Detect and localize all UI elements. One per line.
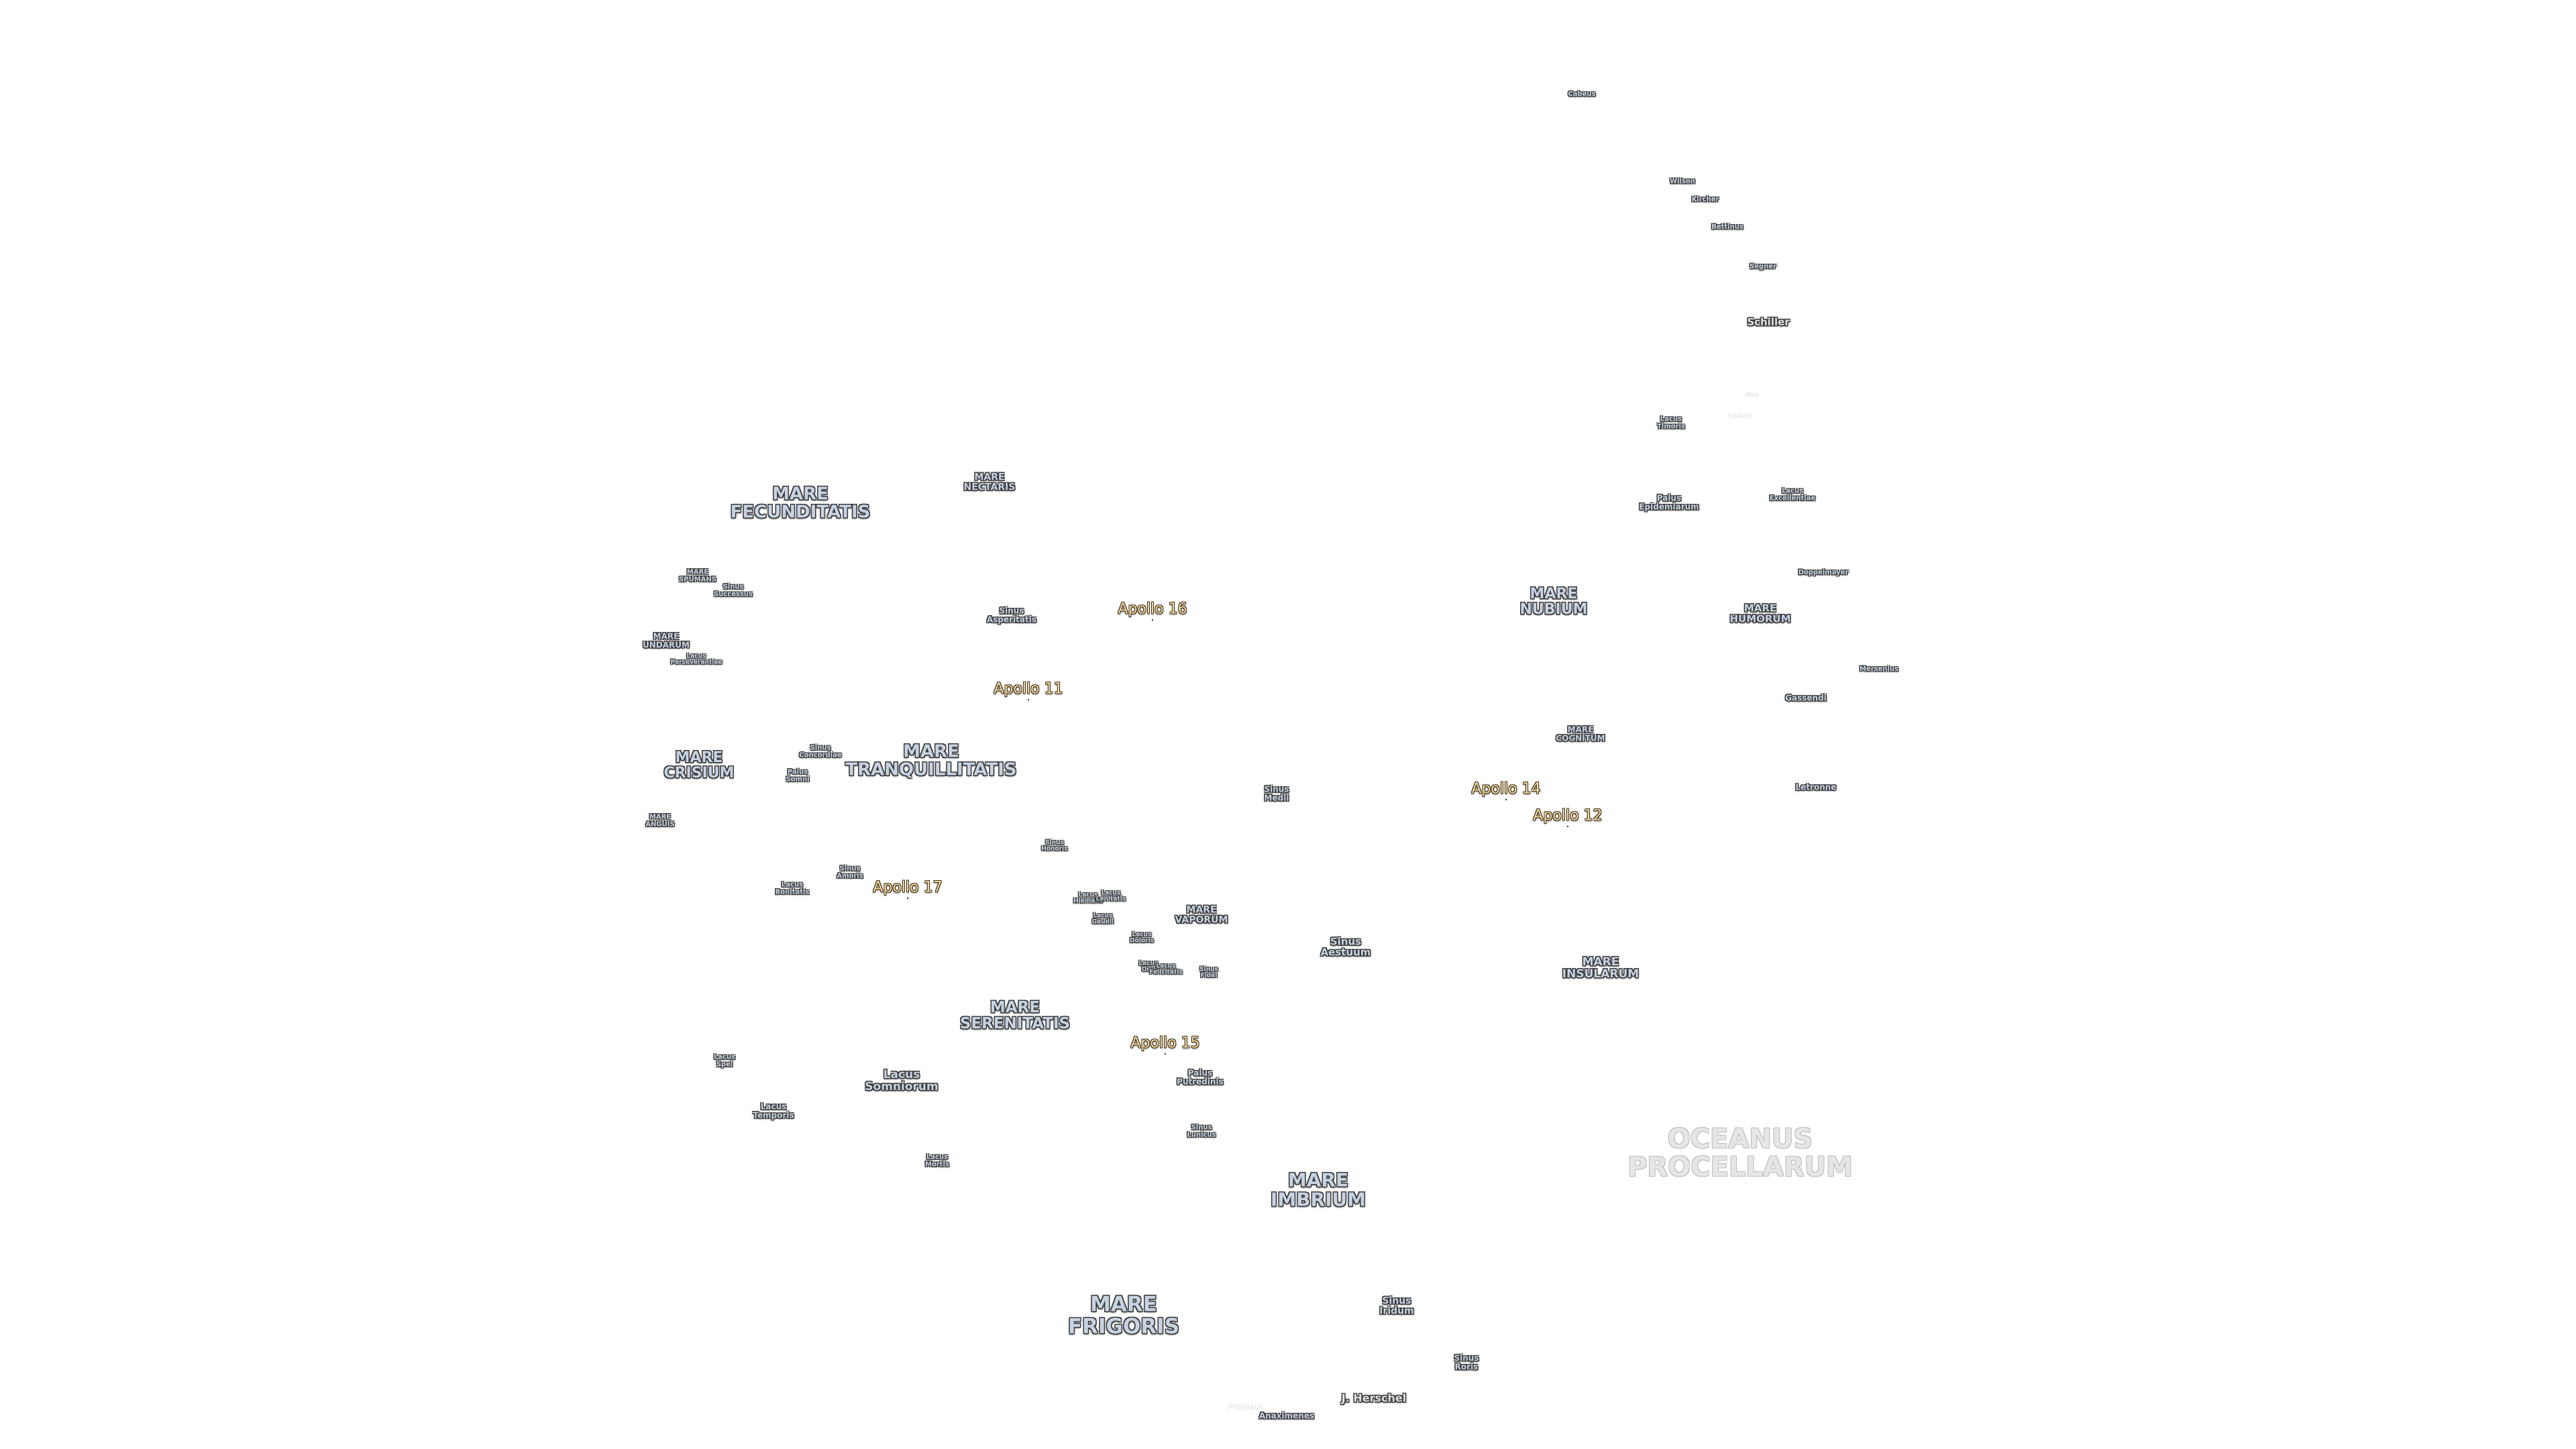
mare-nectaris-label: MARE NECTARIS bbox=[963, 472, 1016, 492]
sinus-roris-label: Sinus Roris bbox=[1454, 1353, 1479, 1371]
sinus-asperitatis-label: Sinus Asperitatis bbox=[986, 606, 1037, 624]
lacus-hiemalis-label: Lacus Hiemalis bbox=[1073, 892, 1103, 905]
lacus-timoris-label: Lacus Timoris bbox=[1657, 415, 1685, 430]
mare-insularum-label: MARE INSULARUM bbox=[1562, 955, 1640, 981]
lacus-excellentiae-label: Lacus Excellentiae bbox=[1769, 487, 1816, 502]
sinus-aestuum-label: Sinus Aestuum bbox=[1320, 935, 1371, 958]
sinus-medii-label: Sinus Medii bbox=[1264, 784, 1289, 802]
lacus-temporis-label: Lacus Temporis bbox=[753, 1102, 794, 1120]
j-herschel-label: J. Herschel bbox=[1341, 1391, 1407, 1405]
lacus-felicitatis-label: Lacus Felicitatis bbox=[1149, 963, 1183, 976]
segner-label: Segner bbox=[1750, 262, 1776, 270]
philolaus-label: Philolaus bbox=[1228, 1402, 1264, 1412]
gassendi-label: Gassendi bbox=[1785, 693, 1827, 703]
apollo-14-label: Apollo 14 bbox=[1471, 780, 1541, 798]
apollo-17-site-marker bbox=[907, 898, 908, 899]
lacus-bonitatis-label: Lacus Bonitatis bbox=[775, 881, 810, 896]
apollo-14-site-marker bbox=[1505, 799, 1507, 800]
apollo-17-label: Apollo 17 bbox=[873, 879, 943, 896]
sinus-honoris-label: Sinus Honoris bbox=[1041, 839, 1068, 853]
mare-humorum-label: MARE HUMORUM bbox=[1729, 602, 1791, 625]
lacus-perseverantiae-label: Lacus Perseverantiae bbox=[670, 653, 722, 666]
lacus-odii-label: Lacus Odii bbox=[1138, 960, 1159, 973]
apollo-16-site-marker bbox=[1152, 619, 1153, 621]
kircher-label: Kircher bbox=[1691, 195, 1719, 203]
palus-epidemiarum-label: Palus Epidemiarum bbox=[1639, 493, 1699, 511]
palus-somni-label: Palus Somni bbox=[786, 768, 810, 783]
lacus-somniorum-label: Lacus Somniorum bbox=[865, 1068, 938, 1093]
apollo-12-site-marker bbox=[1567, 826, 1568, 827]
mersenius-label: Mersenius bbox=[1859, 665, 1899, 673]
mare-anguis-label: MARE ANGUIS bbox=[645, 813, 675, 828]
hainzel-label: Hainzel bbox=[1727, 412, 1753, 420]
schiller-label: Schiller bbox=[1747, 316, 1790, 329]
sinus-lunicus-label: Sinus Lunicus bbox=[1187, 1124, 1216, 1138]
doppelmayer-label: Doppelmayer bbox=[1798, 568, 1849, 576]
sinus-fidei-label: Sinus Fidei bbox=[1199, 966, 1218, 979]
apollo-15-label: Apollo 15 bbox=[1130, 1034, 1200, 1052]
lacus-lenitatis-label: Lacus Lenitatis bbox=[1095, 890, 1126, 903]
mare-imbrium-label: MARE IMBRIUM bbox=[1270, 1169, 1366, 1211]
apollo-12-label: Apollo 12 bbox=[1533, 807, 1603, 824]
cabeus-label: Cabeus bbox=[1568, 90, 1596, 98]
mare-spumans-label: MARE SPUMANS bbox=[679, 568, 716, 583]
apollo-16-label: Apollo 16 bbox=[1118, 600, 1187, 618]
mare-cognitum-label: MARE COGNITUM bbox=[1556, 724, 1605, 743]
mare-crisium-label: MARE CRISIUM bbox=[663, 749, 735, 782]
mare-undarum-label: MARE UNDARUM bbox=[643, 631, 690, 649]
sinus-successus-label: Sinus Successus bbox=[714, 583, 753, 598]
lacus-mortis-label: Lacus Mortis bbox=[925, 1153, 949, 1168]
mare-fecunditatis-label: MARE FECUNDITATIS bbox=[730, 484, 871, 523]
mare-vaporum-label: MARE VAPORUM bbox=[1175, 904, 1228, 925]
lacus-doloris-label: Lacus Doloris bbox=[1130, 931, 1154, 945]
wilson-label: Wilson bbox=[1670, 177, 1695, 185]
mare-frigoris-label: MARE FRIGORIS bbox=[1067, 1292, 1180, 1338]
sinus-iridum-label: Sinus Iridum bbox=[1379, 1295, 1414, 1316]
lacus-gaudii-label: Lacus Gaudii bbox=[1091, 912, 1114, 926]
letronne-label: Letronne bbox=[1795, 782, 1837, 792]
lacus-spei-label: Lacus Spei bbox=[713, 1053, 736, 1068]
apollo-11-label: Apollo 11 bbox=[994, 680, 1063, 698]
oceanus-procellarum-label: OCEANUS PROCELLARUM bbox=[1627, 1124, 1853, 1183]
sinus-concordiae-label: Sinus Concordiae bbox=[799, 744, 842, 759]
mare-nubium-label: MARE NUBIUM bbox=[1519, 585, 1588, 618]
palus-putredinis-label: Palus Putredinis bbox=[1177, 1068, 1224, 1086]
mee-label: Mee bbox=[1745, 391, 1760, 399]
mare-serenitatis-label: MARE SERENITATIS bbox=[959, 998, 1071, 1032]
apollo-11-site-marker bbox=[1028, 699, 1029, 700]
anaximenes-label: Anaximenes bbox=[1258, 1411, 1315, 1421]
mare-tranquillitatis-label: MARE TRANQUILLITATIS bbox=[845, 741, 1017, 780]
sinus-amoris-label: Sinus Amoris bbox=[837, 865, 863, 879]
apollo-15-site-marker bbox=[1165, 1053, 1166, 1055]
bettinus-label: Bettinus bbox=[1711, 223, 1743, 231]
